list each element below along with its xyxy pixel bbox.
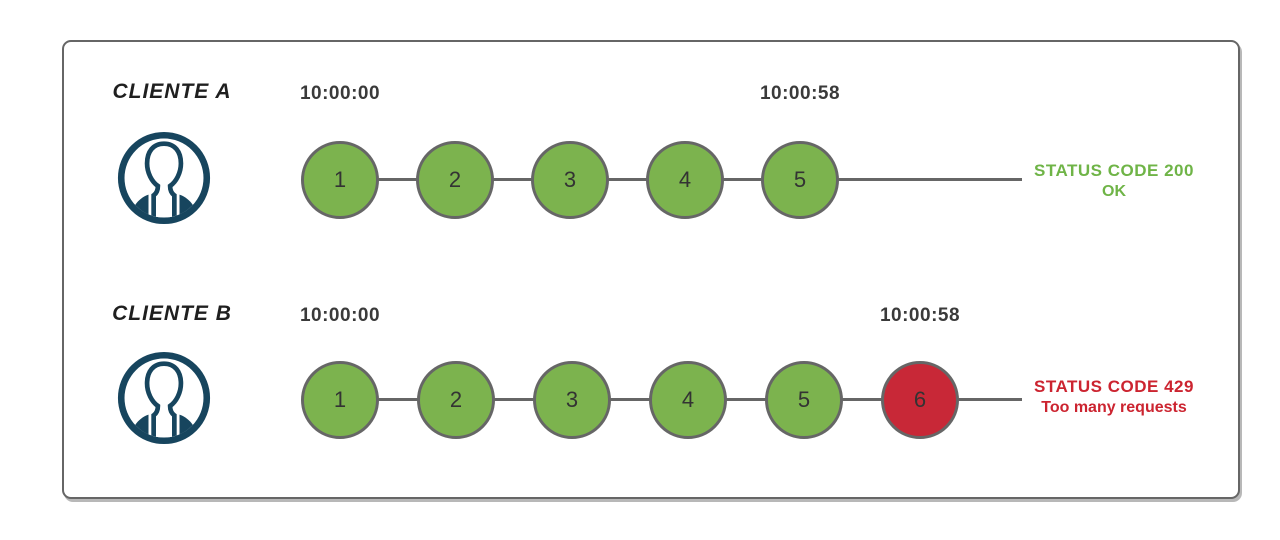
request-circle: 6: [881, 361, 959, 439]
request-circle: 5: [761, 141, 839, 219]
status-code-text: STATUS CODE 429 Too many requests: [1026, 376, 1202, 418]
end-time-label: 10:00:58: [879, 305, 961, 326]
user-avatar-icon: [117, 351, 211, 445]
user-avatar-icon: [117, 131, 211, 225]
request-circle: 2: [417, 361, 495, 439]
client-a-label: CLIENTE A: [112, 80, 232, 103]
status-message-line: OK: [1102, 183, 1126, 200]
status-code-line: STATUS CODE 200: [1034, 161, 1194, 180]
end-time-label: 10:00:58: [759, 83, 841, 104]
request-circle: 3: [531, 141, 609, 219]
request-circle: 1: [301, 361, 379, 439]
request-circle: 5: [765, 361, 843, 439]
start-time-label: 10:00:00: [299, 305, 381, 326]
request-circle: 2: [416, 141, 494, 219]
status-code-text: STATUS CODE 200 OK: [1026, 160, 1202, 202]
request-circle: 1: [301, 141, 379, 219]
status-code-line: STATUS CODE 429: [1034, 377, 1194, 396]
request-circle: 4: [649, 361, 727, 439]
request-circle: 4: [646, 141, 724, 219]
client-b-label: CLIENTE B: [112, 302, 232, 325]
start-time-label: 10:00:00: [299, 83, 381, 104]
status-message-line: Too many requests: [1041, 399, 1187, 416]
diagram-frame: [62, 40, 1240, 499]
request-circle: 3: [533, 361, 611, 439]
